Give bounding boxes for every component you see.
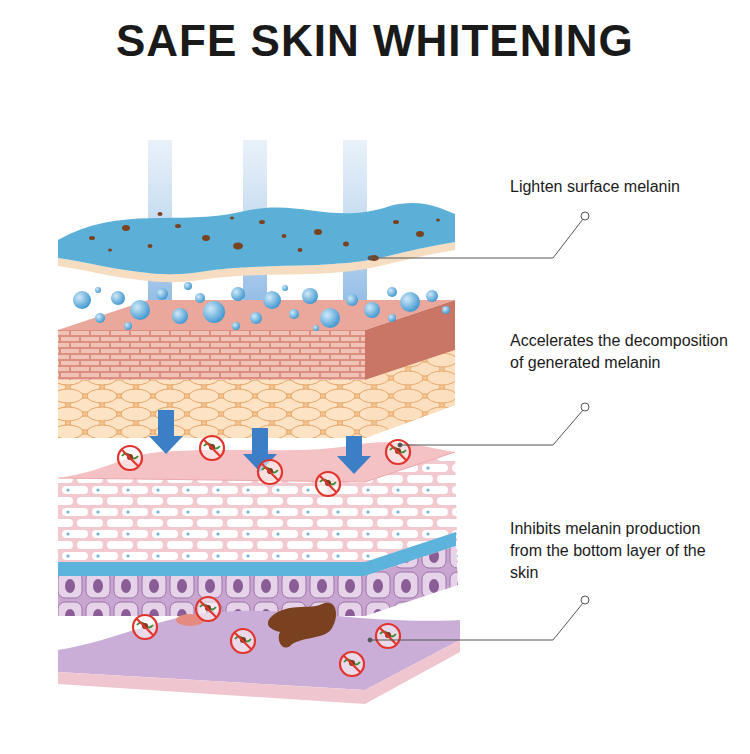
base-layer bbox=[58, 603, 460, 704]
inhibition-markers bbox=[118, 436, 410, 676]
surface-layer bbox=[58, 203, 455, 282]
callout-label: Accelerates the decomposition of generat… bbox=[510, 330, 735, 374]
upper-skin-block bbox=[58, 300, 455, 438]
callout-label: Inhibits melanin production from the bot… bbox=[510, 518, 735, 584]
middle-skin-block bbox=[58, 442, 458, 616]
diagram-title: SAFE SKIN WHITENING bbox=[116, 16, 634, 66]
leader-lines bbox=[368, 212, 589, 642]
bubbles bbox=[73, 282, 450, 331]
callout-label: Lighten surface melanin bbox=[510, 176, 735, 198]
